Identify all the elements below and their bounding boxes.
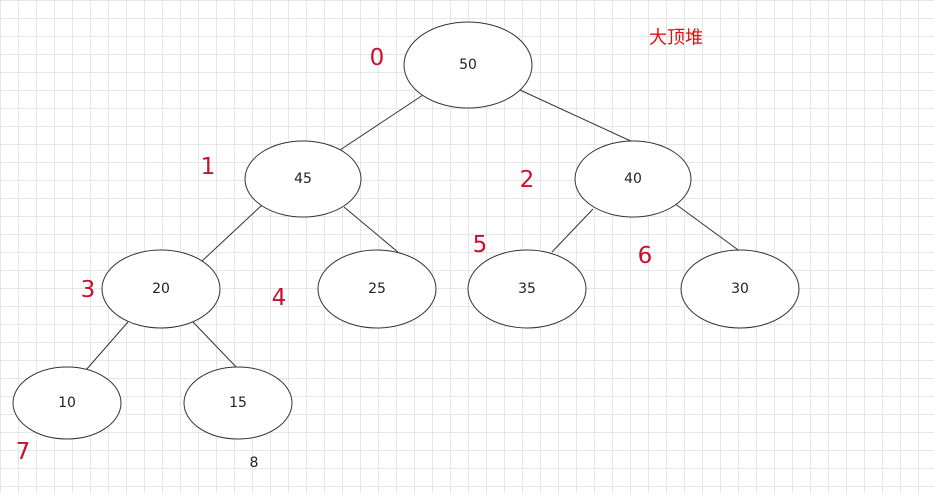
heap-node-20: 20 <box>101 249 221 329</box>
index-label-5: 5 <box>473 232 488 258</box>
node-ellipse <box>101 249 221 329</box>
heap-node-10: 10 <box>12 366 122 440</box>
index-label-4: 4 <box>272 285 287 311</box>
node-ellipse <box>403 21 533 109</box>
node-value: 45 <box>294 171 312 187</box>
edge-40-30 <box>673 202 742 253</box>
heap-node-30: 30 <box>680 249 800 329</box>
node-ellipse <box>317 249 437 329</box>
edge-45-20 <box>200 204 263 263</box>
edge-20-10 <box>85 321 129 371</box>
node-value: 10 <box>58 395 76 411</box>
node-ellipse <box>680 249 800 329</box>
index-label-8: 8 <box>250 455 259 471</box>
heap-node-35: 35 <box>467 249 587 329</box>
heap-node-40: 40 <box>574 140 692 218</box>
heap-node-25: 25 <box>317 249 437 329</box>
diagram-title: 大顶堆 <box>649 28 703 49</box>
index-label-6: 6 <box>638 243 653 269</box>
index-label-2: 2 <box>520 167 535 193</box>
node-ellipse <box>244 140 362 218</box>
heap-node-15: 15 <box>183 366 293 440</box>
node-ellipse <box>12 366 122 440</box>
index-label-7: 7 <box>16 439 31 465</box>
heap-node-45: 45 <box>244 140 362 218</box>
node-ellipse <box>183 366 293 440</box>
edge-20-15 <box>192 321 240 371</box>
index-label-1: 1 <box>201 154 216 180</box>
index-label-0: 0 <box>370 45 385 71</box>
node-value: 35 <box>518 281 536 297</box>
edge-40-35 <box>551 208 594 253</box>
index-label-3: 3 <box>81 277 96 303</box>
heap-node-50: 50 <box>403 21 533 109</box>
edge-45-25 <box>343 206 400 254</box>
node-value: 50 <box>459 57 477 73</box>
node-value: 15 <box>229 395 247 411</box>
edge-50-45 <box>339 94 424 151</box>
node-value: 20 <box>152 281 170 297</box>
node-ellipse <box>467 249 587 329</box>
node-ellipse <box>574 140 692 218</box>
node-value: 40 <box>624 171 642 187</box>
edge-50-40 <box>519 89 636 144</box>
node-value: 25 <box>368 281 386 297</box>
node-value: 30 <box>731 281 749 297</box>
